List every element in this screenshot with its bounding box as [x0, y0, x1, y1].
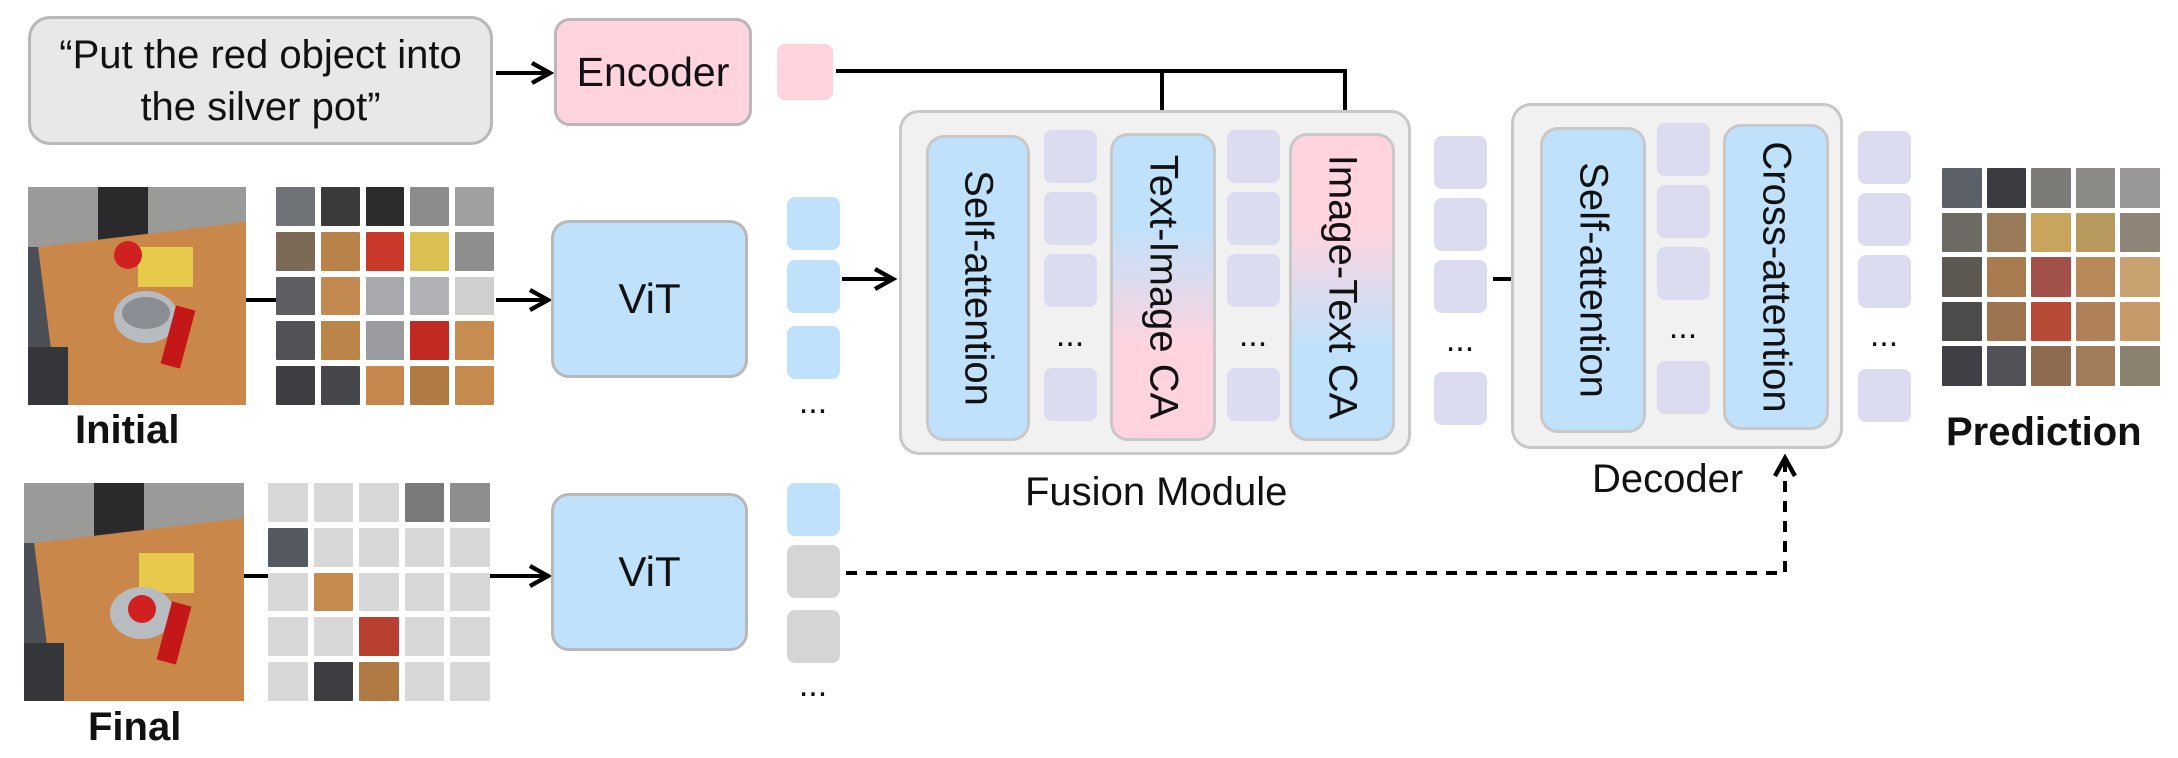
encoder-label: Encoder [576, 48, 730, 95]
decoder-token [1657, 361, 1710, 414]
image-text-ca-label: Image-Text CA [1320, 154, 1365, 420]
text-token [777, 44, 833, 100]
fusion-token [1227, 130, 1280, 183]
decoder-self-attention-block: Self-attention [1540, 127, 1646, 433]
fusion-self-attention-label: Self-attention [956, 170, 1001, 406]
encoder-box: Encoder [554, 18, 752, 126]
decoder-token [1657, 247, 1710, 300]
fused-token [1434, 198, 1487, 251]
vit-label: ViT [618, 548, 681, 595]
initial-token [787, 326, 840, 379]
output-token [1858, 193, 1911, 246]
output-token [1858, 255, 1911, 308]
final-masked-token [787, 545, 840, 598]
initial-token [787, 260, 840, 313]
decoder-cross-attention-block: Cross-attention [1723, 124, 1829, 430]
fusion-token [1044, 254, 1097, 307]
ellipsis: ... [1055, 316, 1085, 354]
fusion-module-label: Fusion Module [1025, 470, 1288, 514]
final-token [787, 483, 840, 536]
ellipsis: ... [798, 666, 828, 704]
final-scene-graphic [24, 483, 244, 701]
output-token [1858, 369, 1911, 422]
fused-token [1434, 372, 1487, 425]
image-text-ca-block: Image-Text CA [1289, 133, 1395, 441]
text-image-ca-block: Text-Image CA [1110, 133, 1216, 441]
initial-scene-graphic [28, 187, 246, 405]
initial-label: Initial [75, 408, 180, 452]
fusion-token [1227, 254, 1280, 307]
initial-image [28, 187, 246, 405]
output-token [1858, 131, 1911, 184]
decoder-token [1657, 185, 1710, 238]
decoder-label: Decoder [1592, 457, 1744, 501]
ellipsis: ... [1445, 321, 1475, 359]
final-masked-token [787, 610, 840, 663]
vit-encoder-final: ViT [551, 493, 748, 651]
vit-label: ViT [618, 275, 681, 322]
decoder-cross-attention-label: Cross-attention [1754, 141, 1799, 413]
fused-token [1434, 260, 1487, 313]
prediction-patch-grid [1942, 168, 2160, 386]
fusion-token [1044, 130, 1097, 183]
ellipsis: ... [798, 383, 828, 421]
instruction-prompt-text: “Put the red object into the silver pot” [59, 32, 462, 129]
text-image-ca-label: Text-Image CA [1141, 154, 1186, 420]
vit-encoder-initial: ViT [551, 220, 748, 378]
final-image [24, 483, 244, 701]
fusion-token [1044, 368, 1097, 421]
prediction-label: Prediction [1946, 410, 2142, 454]
fusion-token [1227, 192, 1280, 245]
ellipsis: ... [1869, 316, 1899, 354]
fusion-token [1044, 192, 1097, 245]
ellipsis: ... [1238, 316, 1268, 354]
ellipsis: ... [1668, 308, 1698, 346]
final-masked-patch-grid [268, 483, 490, 701]
final-label: Final [88, 705, 182, 749]
decoder-token [1657, 123, 1710, 176]
initial-token [787, 197, 840, 250]
decoder-self-attention-label: Self-attention [1571, 162, 1616, 398]
fusion-token [1227, 368, 1280, 421]
fusion-self-attention-block: Self-attention [926, 135, 1030, 441]
initial-patch-grid [276, 187, 494, 405]
instruction-prompt-box: “Put the red object into the silver pot” [28, 16, 493, 145]
fused-token [1434, 136, 1487, 189]
